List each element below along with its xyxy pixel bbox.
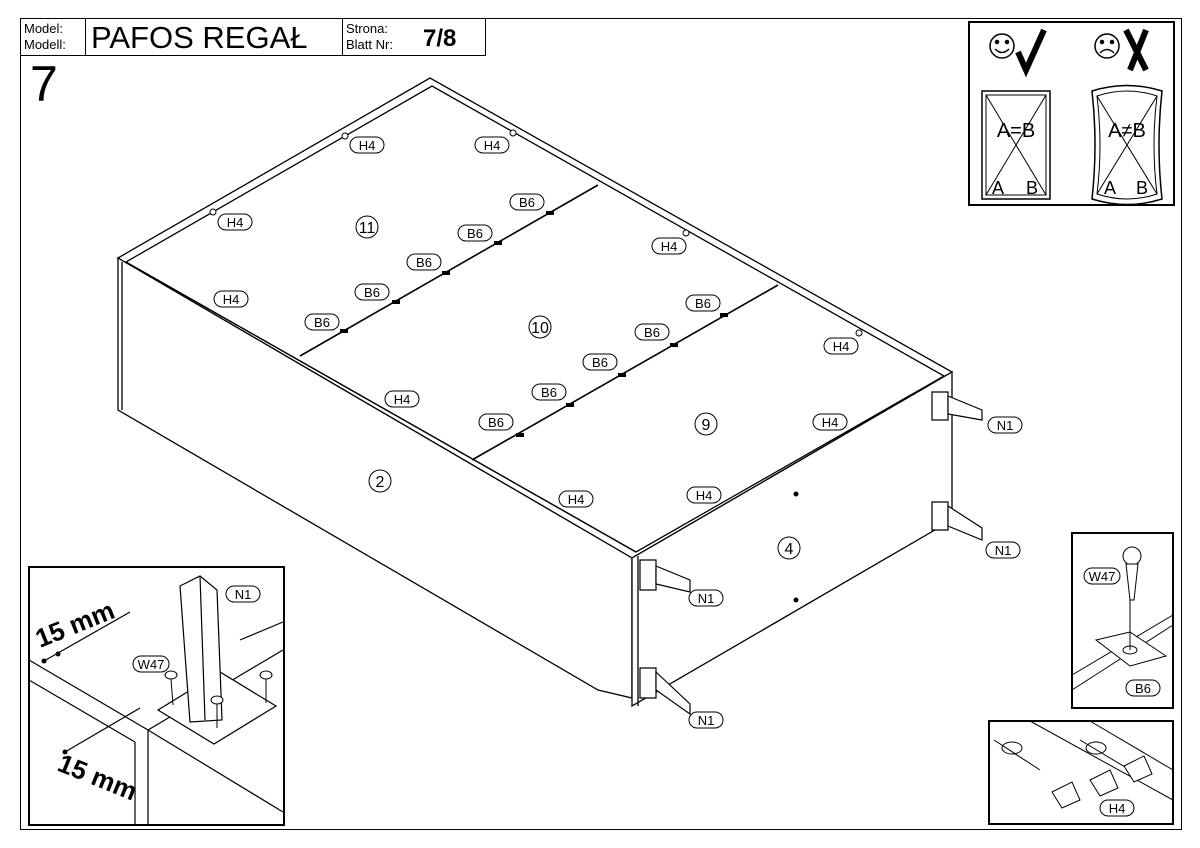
svg-text:H4: H4 xyxy=(359,138,376,153)
n1-callout: N1 xyxy=(688,711,724,729)
h4-callout: H4 xyxy=(823,337,859,355)
h4-callout: H4 xyxy=(474,136,510,154)
svg-text:W47: W47 xyxy=(1089,569,1116,584)
svg-text:H4: H4 xyxy=(394,392,411,407)
panel-11-label: 11 xyxy=(359,220,376,237)
svg-text:B6: B6 xyxy=(519,195,535,210)
svg-text:B6: B6 xyxy=(467,226,483,241)
cross-icon xyxy=(1123,28,1149,72)
connector-detail-box: H4 xyxy=(988,720,1174,825)
svg-text:N1: N1 xyxy=(997,418,1014,433)
b6-callout: B6 xyxy=(531,383,567,401)
h4-callout: H4 xyxy=(812,413,848,431)
feet xyxy=(639,391,983,716)
ok-a: A xyxy=(992,178,1004,198)
h4-callout: H4 xyxy=(686,486,722,504)
model-label-pl: Model: xyxy=(24,21,64,36)
panel-4-label: 4 xyxy=(785,541,794,558)
b6-bracket xyxy=(1094,631,1168,667)
page-label-pl: Strona: xyxy=(346,21,388,36)
svg-text:H4: H4 xyxy=(568,492,585,507)
svg-text:B6: B6 xyxy=(314,315,330,330)
n1-callout: N1 xyxy=(985,541,1021,559)
b6-callout: B6 xyxy=(354,283,390,301)
panel-9-label: 9 xyxy=(702,417,711,434)
leg-detail-box: 15 mm 15 mm N1 W47 xyxy=(28,566,285,826)
svg-text:H4: H4 xyxy=(833,339,850,354)
b6-callout: B6 xyxy=(457,224,493,242)
svg-text:N1: N1 xyxy=(235,587,252,602)
b6-callout: B6 xyxy=(582,353,618,371)
b6-callout: B6 xyxy=(406,253,442,271)
bracket-detail-box: W47 B6 xyxy=(1071,532,1174,709)
w47-screw-icon xyxy=(1122,546,1142,601)
h4-callout: H4 xyxy=(213,290,249,308)
svg-text:H4: H4 xyxy=(822,415,839,430)
h4-callout: H4 xyxy=(384,390,420,408)
ok-b: B xyxy=(1026,178,1038,198)
ok-text: A=B xyxy=(997,120,1035,142)
bad-b: B xyxy=(1136,178,1148,198)
panel-10-label: 10 xyxy=(531,320,549,337)
svg-text:B6: B6 xyxy=(1135,681,1151,696)
svg-text:H4: H4 xyxy=(696,488,713,503)
svg-text:B6: B6 xyxy=(488,415,504,430)
screwdriver-icon xyxy=(993,739,1041,771)
model-label-cell: Model: Modell: xyxy=(20,18,86,56)
svg-text:H4: H4 xyxy=(661,239,678,254)
svg-text:N1: N1 xyxy=(995,543,1012,558)
b6-callout: B6 xyxy=(304,313,340,331)
svg-text:B6: B6 xyxy=(364,285,380,300)
svg-text:B6: B6 xyxy=(644,325,660,340)
b6-callout: B6 xyxy=(634,323,670,341)
page-label-de: Blatt Nr: xyxy=(346,37,393,52)
frown-icon xyxy=(1094,33,1120,59)
squareness-check-box: A=B A B A≠B A B xyxy=(968,21,1175,206)
h4-callout: H4 xyxy=(558,490,594,508)
n1-callout: N1 xyxy=(225,585,261,603)
h4-callout: H4 xyxy=(349,136,385,154)
svg-text:H4: H4 xyxy=(1109,801,1126,816)
svg-text:W47: W47 xyxy=(138,657,165,672)
svg-text:N1: N1 xyxy=(698,591,715,606)
bad-a: A xyxy=(1104,178,1116,198)
h4-callout: H4 xyxy=(651,237,687,255)
model-label-de: Modell: xyxy=(24,37,66,52)
product-name: PAFOS REGAŁ xyxy=(91,20,308,55)
h4-callout: H4 xyxy=(1099,799,1135,817)
h4-connectors xyxy=(1051,755,1153,809)
w47-screws xyxy=(164,670,273,728)
n1-callout: N1 xyxy=(987,416,1023,434)
svg-text:H4: H4 xyxy=(227,215,244,230)
check-icon xyxy=(1015,28,1047,78)
bad-text: A≠B xyxy=(1108,120,1146,142)
page-number: 7/8 xyxy=(423,25,457,52)
b6-brackets xyxy=(340,211,728,437)
smiley-icon xyxy=(989,33,1015,59)
screw-dots xyxy=(209,129,863,603)
svg-text:B6: B6 xyxy=(695,296,711,311)
b6-callout: B6 xyxy=(509,193,545,211)
svg-text:B6: B6 xyxy=(592,355,608,370)
svg-text:H4: H4 xyxy=(484,138,501,153)
w47-callout: W47 xyxy=(1083,567,1121,585)
b6-callout: B6 xyxy=(478,413,514,431)
panel-2-label: 2 xyxy=(376,474,385,491)
h4-callout: H4 xyxy=(217,213,253,231)
w47-callout: W47 xyxy=(132,655,170,673)
svg-text:B6: B6 xyxy=(416,255,432,270)
b6-callout: B6 xyxy=(685,294,721,312)
svg-text:B6: B6 xyxy=(541,385,557,400)
b6-callout: B6 xyxy=(1125,679,1161,697)
n1-callout: N1 xyxy=(688,589,724,607)
svg-text:H4: H4 xyxy=(223,292,240,307)
svg-text:N1: N1 xyxy=(698,713,715,728)
page-number-cell: Strona: Blatt Nr: 7/8 xyxy=(342,18,486,56)
step-number: 7 xyxy=(30,56,58,112)
page-frame xyxy=(20,18,1182,830)
